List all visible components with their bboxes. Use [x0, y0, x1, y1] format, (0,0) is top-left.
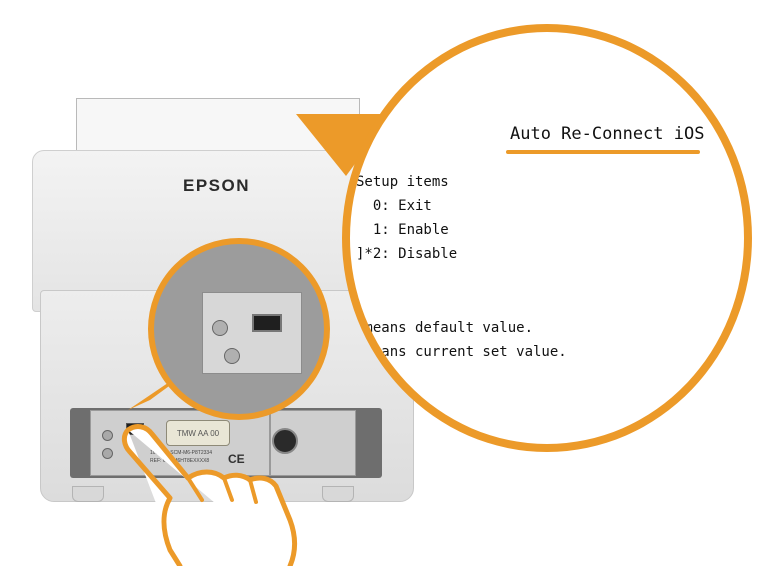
screw-icon	[102, 430, 113, 441]
drawer-kick-port[interactable]	[272, 428, 298, 454]
title-underline	[506, 150, 700, 154]
ce-mark: CE	[228, 452, 245, 466]
printer-foot	[72, 486, 104, 502]
screw-icon	[102, 448, 113, 459]
screen-line: means default value.	[356, 320, 534, 336]
big-callout-wedge	[296, 114, 392, 176]
screen-line: 1: Enable	[356, 222, 449, 238]
screw-icon	[212, 320, 228, 336]
screen-line: ]*2: Disable	[356, 246, 458, 262]
screen-line: means current set value.	[356, 344, 567, 360]
zoom-circle-screen: Auto Re-Connect iOS Setup items 0: Exit …	[342, 24, 752, 452]
zoom-usb-port	[252, 314, 282, 332]
serial-port[interactable]: TMW AA 00	[166, 420, 230, 446]
zoom-circle-port	[148, 238, 330, 420]
screen-line: 0: Exit	[356, 198, 432, 214]
screw-icon	[224, 348, 240, 364]
brand-logo: EPSON	[183, 176, 251, 195]
printer-foot	[322, 486, 354, 502]
screen-title: Auto Re-Connect iOS	[510, 124, 705, 144]
sticker-line-2: REF: 64B-M6HT8EXXXX8	[150, 458, 210, 464]
sticker-line-1: 1000 ID: SCM-M6-P8T2334	[150, 450, 212, 456]
screen-line: Setup items	[356, 174, 449, 190]
pointing-hand-icon	[121, 424, 297, 566]
